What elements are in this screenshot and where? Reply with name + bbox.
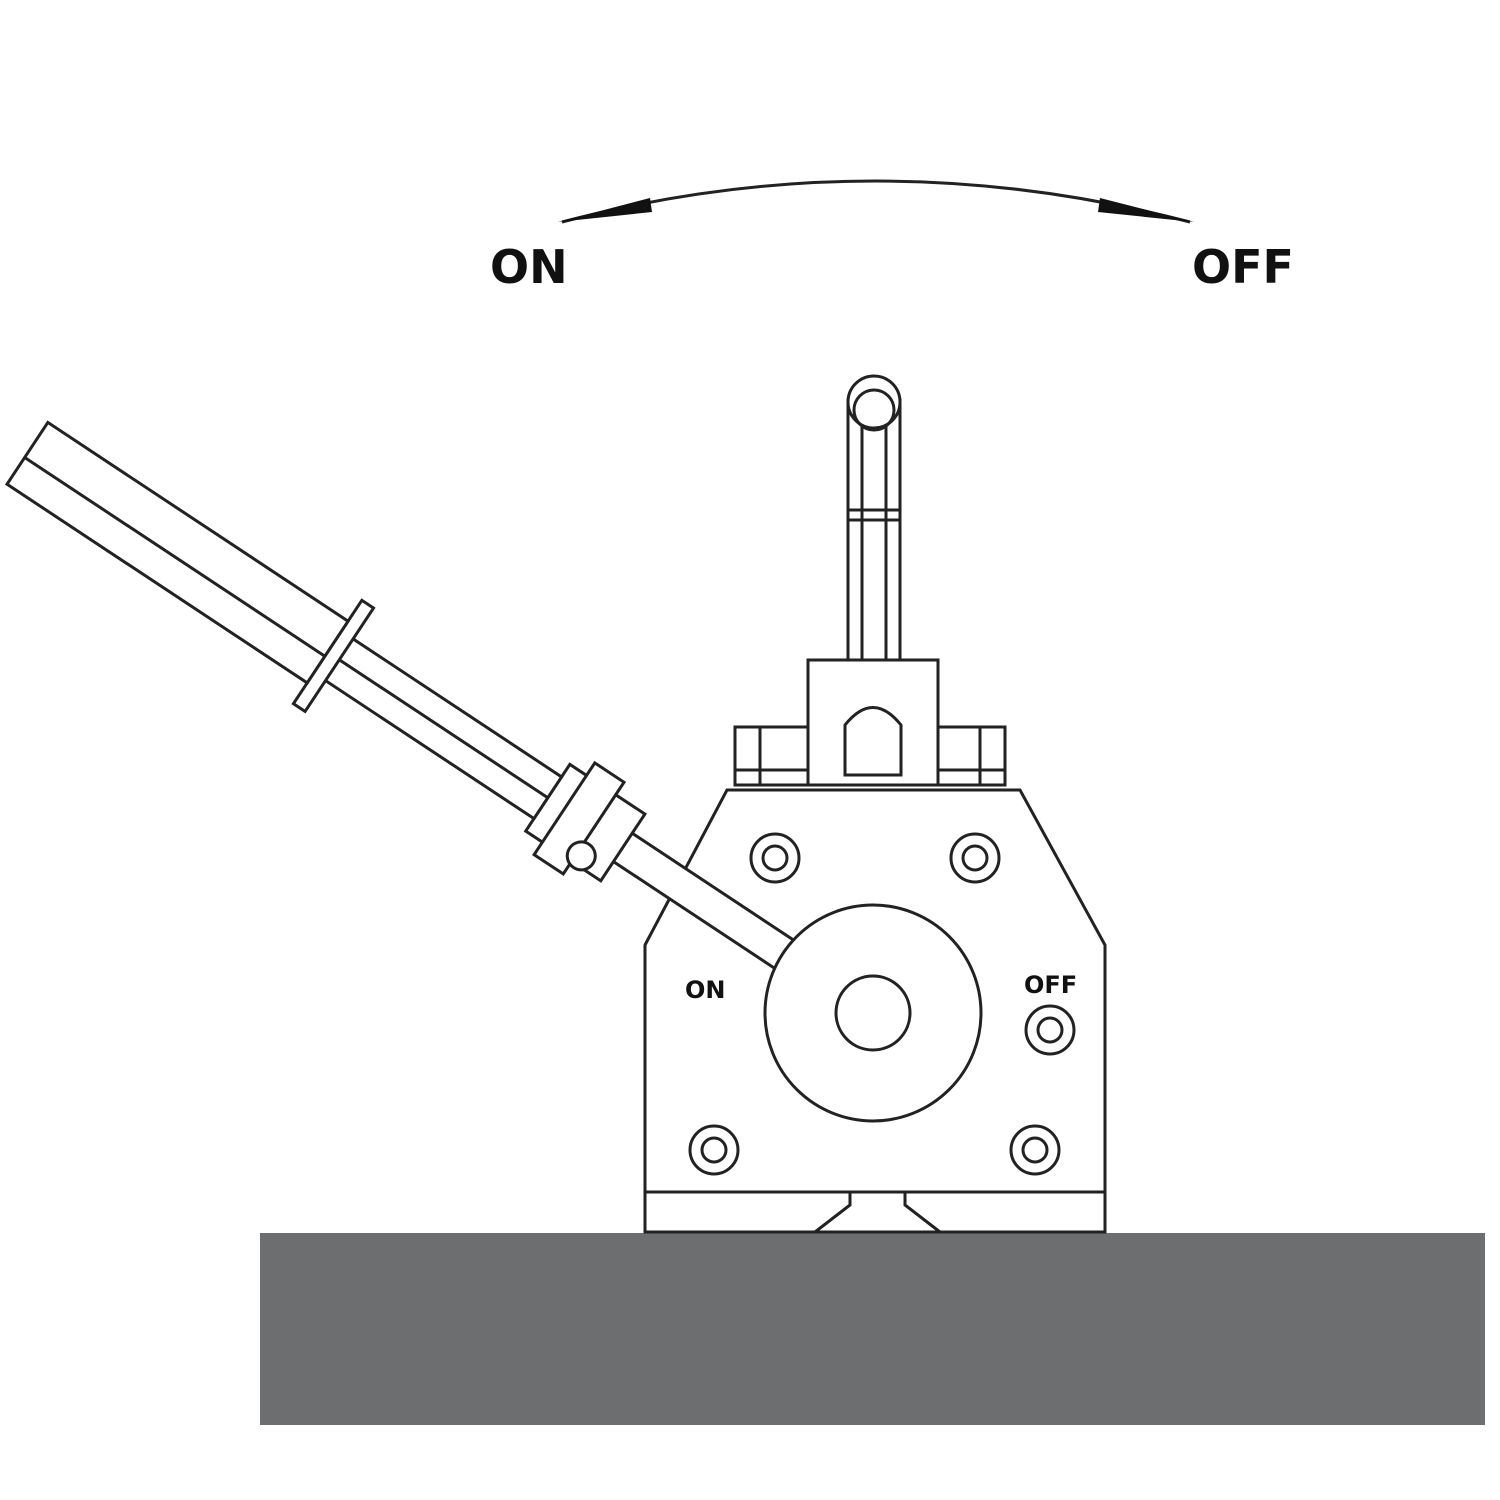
handle-grip <box>4 420 351 685</box>
arrowhead-left-icon <box>558 198 652 222</box>
bolt-icon <box>1009 1124 1061 1176</box>
body-label-on: ON <box>685 976 726 1004</box>
handle-off-position <box>846 374 902 667</box>
direction-label-off: OFF <box>1192 240 1294 294</box>
bolt-icon <box>749 832 801 884</box>
bolt-icon <box>1024 1004 1076 1056</box>
bolts <box>688 832 1076 1176</box>
top-cap <box>733 658 1007 787</box>
direction-label-on: ON <box>490 240 568 294</box>
handle-on-position <box>4 420 818 986</box>
bolt-icon <box>688 1124 740 1176</box>
rotor-hub <box>834 974 912 1052</box>
arrowhead-right-icon <box>1098 198 1194 222</box>
rotation-arrow <box>558 179 1194 224</box>
bolt-icon <box>949 832 1001 884</box>
body-label-off: OFF <box>1024 971 1077 999</box>
steel-workpiece <box>260 1233 1485 1425</box>
